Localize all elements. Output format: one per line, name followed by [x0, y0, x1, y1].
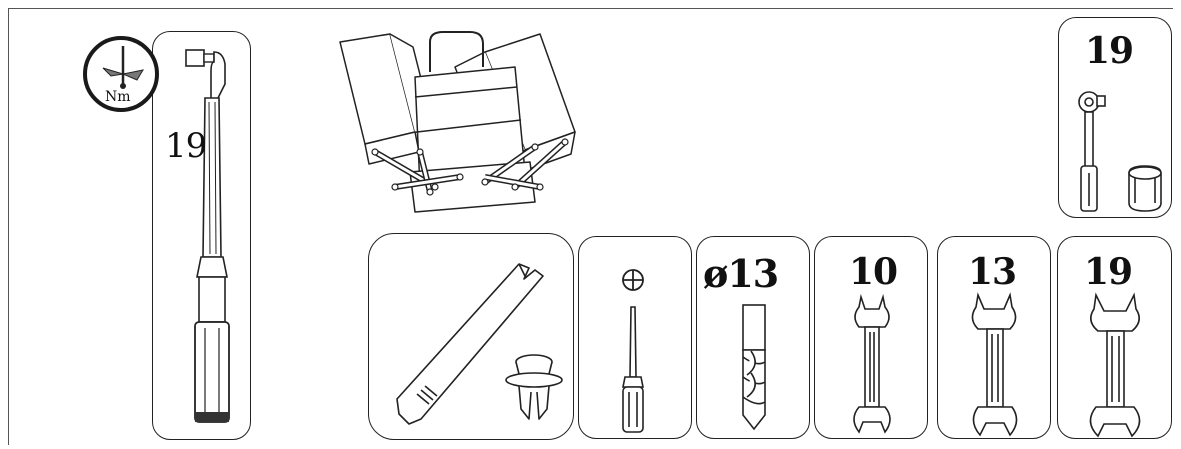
drill-bit-drawing	[742, 304, 766, 431]
torque-wrench-drawing	[185, 49, 230, 423]
wrench-10-drawing	[853, 293, 891, 434]
wrench-19-size-label: 19	[1084, 251, 1133, 293]
ratchet-socket-drawing	[1078, 91, 1162, 212]
drill-bit-panel: ø13	[696, 236, 810, 439]
frame-left-line	[8, 8, 9, 445]
torque-wrench-panel: 19	[152, 31, 251, 440]
ratchet-size-label: 19	[1085, 30, 1134, 72]
wrench-19-drawing	[1089, 292, 1141, 438]
wrench-13-drawing	[971, 292, 1018, 437]
torque-value-label: 19	[165, 126, 207, 166]
screwdriver-panel	[578, 236, 692, 439]
wrench-13-panel: 13	[937, 236, 1051, 439]
wrench-10-size-label: 10	[849, 251, 898, 293]
trim-tool-panel	[368, 233, 574, 440]
frame-top-line	[8, 8, 1173, 9]
screwdriver-drawing	[622, 269, 644, 433]
trim-tool-drawing	[396, 263, 563, 425]
drill-diameter-label: ø13	[703, 251, 779, 296]
torque-unit-label: Nm	[105, 89, 131, 105]
wrench-13-size-label: 13	[968, 251, 1017, 293]
torque-icon: Nm	[81, 34, 161, 114]
ratchet-panel: 19	[1058, 17, 1172, 218]
wrench-19-panel: 19	[1057, 236, 1172, 439]
toolbox-illustration	[339, 31, 576, 213]
wrench-10-panel: 10	[814, 236, 928, 439]
